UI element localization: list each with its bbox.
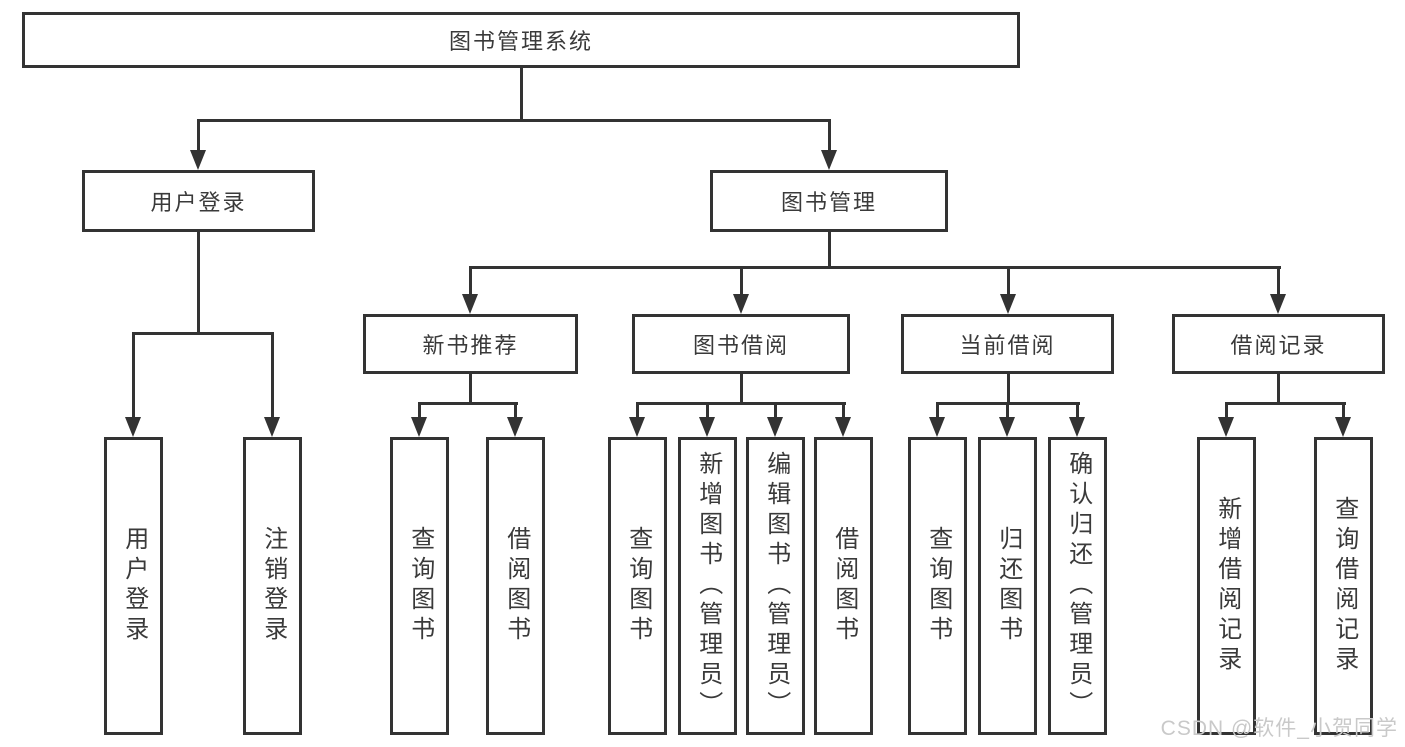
node-label: 借阅图书 — [830, 526, 858, 646]
arrowhead-down-icon — [411, 417, 427, 437]
connector-drop — [936, 402, 939, 419]
node-label: 查询图书 — [406, 526, 434, 646]
arrowhead-down-icon — [1335, 417, 1351, 437]
node-leaf-borrow-books-recommend: 借阅图书 — [486, 437, 545, 735]
connector-drop — [1277, 266, 1280, 296]
node-label: 查询借阅记录 — [1330, 496, 1358, 676]
arrowhead-down-icon — [699, 417, 715, 437]
node-leaf-query-books-recommend: 查询图书 — [390, 437, 449, 735]
connector-stub — [197, 232, 200, 335]
node-leaf-logout: 注销登录 — [243, 437, 302, 735]
node-leaf-confirm-return-admin: 确认归还（管理员） — [1048, 437, 1107, 735]
node-leaf-query-books-borrowing: 查询图书 — [608, 437, 667, 735]
connector-drop — [271, 332, 274, 419]
node-root: 图书管理系统 — [22, 12, 1020, 68]
node-book-borrowing: 图书借阅 — [632, 314, 850, 374]
connector-stub — [740, 374, 743, 405]
connector-bus — [132, 332, 274, 335]
node-leaf-borrow-books-borrowing: 借阅图书 — [814, 437, 873, 735]
node-label: 用户登录 — [150, 190, 247, 215]
node-leaf-add-borrow-record: 新增借阅记录 — [1197, 437, 1256, 735]
arrowhead-down-icon — [1069, 417, 1085, 437]
connector-bus — [469, 266, 1281, 269]
connector-drop — [514, 402, 517, 419]
node-label: 图书管理 — [780, 190, 877, 215]
connector-root-stub — [520, 68, 523, 121]
node-label: 编辑图书（管理员） — [762, 451, 790, 721]
node-label: 新增图书（管理员） — [694, 451, 722, 721]
connector-drop — [469, 266, 472, 296]
connector-drop — [1225, 402, 1228, 419]
connector-drop — [132, 332, 135, 419]
node-borrow-records: 借阅记录 — [1172, 314, 1385, 374]
arrowhead-down-icon — [999, 417, 1015, 437]
connector-stub — [1277, 374, 1280, 405]
node-label: 查询图书 — [624, 526, 652, 646]
connector-stub — [828, 232, 831, 269]
arrowhead-down-icon — [1218, 417, 1234, 437]
connector-drop — [828, 119, 831, 152]
node-leaf-user-login: 用户登录 — [104, 437, 163, 735]
connector-drop — [197, 119, 200, 152]
connector-drop — [636, 402, 639, 419]
arrowhead-down-icon — [507, 417, 523, 437]
arrowhead-down-icon — [1000, 294, 1016, 314]
node-label: 新增借阅记录 — [1213, 496, 1241, 676]
arrowhead-down-icon — [1270, 294, 1286, 314]
arrowhead-down-icon — [125, 417, 141, 437]
connector-bus — [636, 402, 846, 405]
node-new-book-recommend: 新书推荐 — [363, 314, 578, 374]
node-label: 图书管理系统 — [448, 29, 593, 54]
node-user-login: 用户登录 — [82, 170, 315, 232]
connector-drop — [740, 266, 743, 296]
connector-drop — [1342, 402, 1345, 419]
node-book-management: 图书管理 — [710, 170, 948, 232]
arrowhead-down-icon — [767, 417, 783, 437]
node-leaf-return-books: 归还图书 — [978, 437, 1037, 735]
node-leaf-add-books-admin: 新增图书（管理员） — [678, 437, 737, 735]
connector-drop — [706, 402, 709, 419]
node-label: 查询图书 — [924, 526, 952, 646]
arrowhead-down-icon — [462, 294, 478, 314]
arrowhead-down-icon — [629, 417, 645, 437]
arrowhead-down-icon — [929, 417, 945, 437]
connector-drop — [1076, 402, 1079, 419]
node-label: 图书借阅 — [692, 333, 789, 358]
node-leaf-edit-books-admin: 编辑图书（管理员） — [746, 437, 805, 735]
connector-bus — [418, 402, 518, 405]
node-label: 新书推荐 — [422, 333, 519, 358]
connector-drop — [842, 402, 845, 419]
node-label: 确认归还（管理员） — [1064, 451, 1092, 721]
connector-drop — [1007, 266, 1010, 296]
connector-root-bus — [197, 119, 831, 122]
connector-stub — [1007, 374, 1010, 405]
arrowhead-down-icon — [733, 294, 749, 314]
arrowhead-down-icon — [821, 150, 837, 170]
node-leaf-query-books-current: 查询图书 — [908, 437, 967, 735]
connector-drop — [418, 402, 421, 419]
watermark: CSDN @软件_小贺同学 — [1160, 717, 1398, 740]
node-label: 归还图书 — [994, 526, 1022, 646]
node-current-borrowing: 当前借阅 — [901, 314, 1114, 374]
connector-drop — [774, 402, 777, 419]
node-label: 用户登录 — [120, 526, 148, 646]
arrowhead-down-icon — [190, 150, 206, 170]
arrowhead-down-icon — [264, 417, 280, 437]
node-label: 注销登录 — [259, 526, 287, 646]
connector-bus — [1225, 402, 1346, 405]
node-leaf-query-borrow-record: 查询借阅记录 — [1314, 437, 1373, 735]
node-label: 借阅图书 — [502, 526, 530, 646]
connector-stub — [469, 374, 472, 405]
arrowhead-down-icon — [835, 417, 851, 437]
connector-drop — [1006, 402, 1009, 419]
node-label: 当前借阅 — [959, 333, 1056, 358]
node-label: 借阅记录 — [1230, 333, 1327, 358]
